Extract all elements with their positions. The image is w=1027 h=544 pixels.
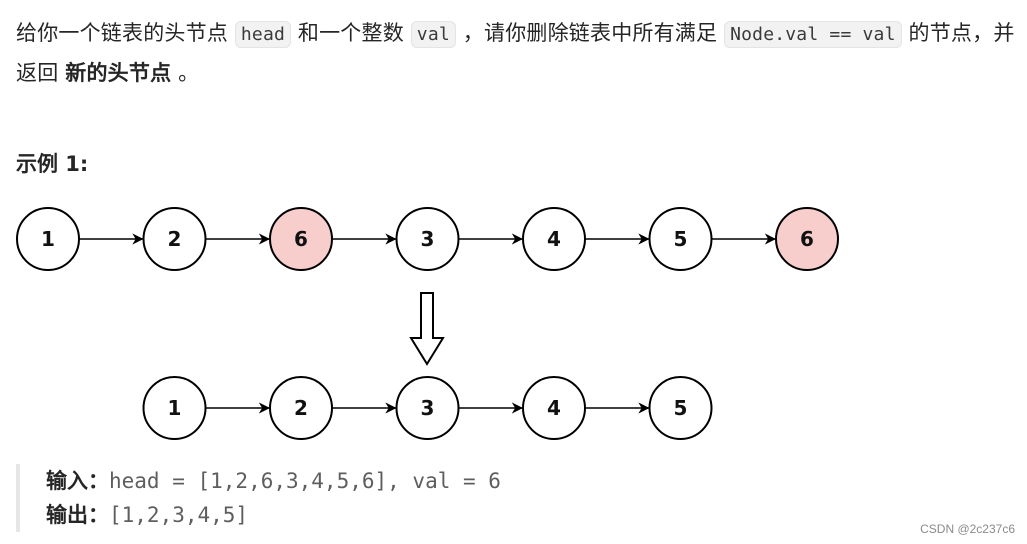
before-node-label: 6 bbox=[294, 227, 308, 251]
example-title: 示例 1: bbox=[16, 152, 89, 176]
output-value: [1,2,3,4,5] bbox=[109, 503, 249, 527]
desc-bold-new-head: 新的头节点 bbox=[65, 61, 172, 85]
before-node-label: 4 bbox=[547, 227, 561, 251]
after-node-label: 5 bbox=[674, 396, 688, 420]
before-node-label: 2 bbox=[168, 227, 182, 251]
after-node-label: 2 bbox=[294, 396, 308, 420]
before-node-circle bbox=[775, 207, 839, 271]
after-node-circle bbox=[648, 376, 713, 440]
output-label: 输出： bbox=[46, 503, 109, 527]
problem-description: 给你一个链表的头节点 head 和一个整数 val ，请你删除链表中所有满足 N… bbox=[16, 14, 1016, 92]
watermark: CSDN @2c237c6 bbox=[920, 522, 1015, 536]
desc-text-5: 。 bbox=[171, 61, 200, 85]
code-val: val bbox=[410, 21, 456, 48]
linked-list-diagram: 1 2 6 3 4 5 6 1 2 3 4 5 bbox=[16, 207, 839, 440]
after-node-label: 4 bbox=[547, 396, 561, 420]
code-head: head bbox=[234, 21, 292, 48]
input-line: 输入：head = [1,2,6,3,4,5,6], val = 6 bbox=[46, 464, 501, 498]
list-after: 1 2 3 4 5 bbox=[142, 376, 713, 440]
output-line: 输出：[1,2,3,4,5] bbox=[46, 498, 501, 532]
desc-text-3: ，请你删除链表中所有满足 bbox=[455, 21, 725, 45]
before-node-label: 1 bbox=[41, 227, 55, 251]
code-condition: Node.val == val bbox=[724, 21, 902, 48]
transform-down-arrow-icon bbox=[409, 292, 445, 366]
after-node-label: 1 bbox=[168, 396, 182, 420]
input-value: head = [1,2,6,3,4,5,6], val = 6 bbox=[109, 469, 501, 493]
after-node-label: 3 bbox=[421, 396, 435, 420]
desc-text-2: 和一个整数 bbox=[291, 21, 411, 45]
before-node-label: 5 bbox=[674, 227, 688, 251]
before-node-label: 6 bbox=[800, 227, 814, 251]
desc-text-1: 给你一个链表的头节点 bbox=[16, 21, 235, 45]
list-before: 1 2 6 3 4 5 6 bbox=[16, 207, 839, 271]
desc-text-4: 的节点，并返回 bbox=[16, 21, 1015, 85]
example-io: 输入：head = [1,2,6,3,4,5,6], val = 6 输出：[1… bbox=[16, 464, 501, 532]
before-node-label: 3 bbox=[421, 227, 435, 251]
input-label: 输入： bbox=[46, 469, 109, 493]
